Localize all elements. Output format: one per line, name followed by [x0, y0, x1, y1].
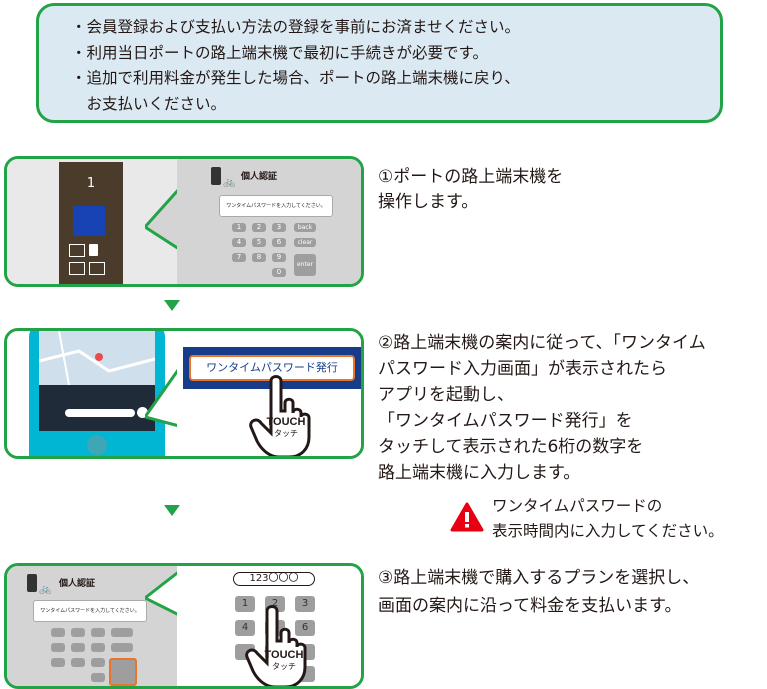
step1-line: ①ポートの路上端末機を — [378, 167, 564, 187]
key — [91, 643, 105, 652]
enter-key-highlight — [109, 658, 137, 686]
touch-subtext: タッチ — [272, 662, 296, 671]
down-arrow — [164, 505, 180, 516]
phone-screen — [39, 331, 155, 431]
key-6: 6 — [295, 620, 315, 636]
terminal-keys — [69, 244, 113, 275]
touch-text: TOUCH — [264, 649, 304, 661]
prompt-field: ワンタイムパスワードを入力してください。 — [33, 600, 147, 622]
key — [71, 643, 85, 652]
terminal-number: 1 — [86, 176, 96, 191]
key — [91, 658, 105, 667]
bike-icon: 🚲 — [39, 584, 52, 595]
touch-label: TOUCH タッチ — [259, 649, 309, 673]
step2-line: 「ワンタイムパスワード発行」を — [378, 411, 633, 431]
step2-text: ②路上端末機の案内に従って、「ワンタイム パスワード入力画面」が表示されたら ア… — [378, 330, 706, 486]
key-back: back — [294, 223, 316, 232]
key — [111, 628, 133, 637]
key-7: 7 — [232, 253, 246, 262]
key-clear: clear — [294, 238, 316, 247]
screen-title: 個人認証 — [241, 172, 278, 182]
notice-line: ・利用当日ポートの路上端末機で最初に手続きが必要です。 — [71, 43, 488, 62]
keypad-zoom: 123〇〇〇 1 2 3 4 5 6 TOUCH タッチ — [177, 566, 361, 686]
step3-text: ③路上端末機で購入するプランを選択し、 画面の案内に沿って料金を支払います。 — [378, 564, 699, 620]
bike-icon: 🚲 — [223, 177, 236, 188]
step2-line: アプリを起動し、 — [378, 385, 514, 405]
down-arrow — [164, 300, 180, 311]
notice-box: ・会員登録および支払い方法の登録を事前にお済ませください。 ・利用当日ポートの路… — [36, 3, 723, 123]
pointing-hand-icon — [245, 605, 307, 686]
person-icon — [211, 167, 221, 185]
screen-title: 個人認証 — [59, 579, 96, 589]
key-8: 8 — [252, 253, 266, 262]
step1-line: 操作します。 — [378, 192, 479, 212]
key-1: 1 — [235, 596, 255, 612]
step3-illustration: 🚲 個人認証 ワンタイムパスワードを入力してください。 123〇〇〇 1 2 3… — [4, 563, 364, 689]
terminal-screen-zoom: 🚲 個人認証 ワンタイムパスワードを入力してください。 1 2 3 back 4… — [177, 159, 361, 284]
touch-label: TOUCH タッチ — [261, 416, 311, 440]
key-0: 0 — [272, 268, 286, 277]
warning-line: 表示時間内に入力してください。 — [492, 522, 724, 540]
step2-line: タッチして表示された6桁の数字を — [378, 437, 644, 457]
notice-line: ・追加で利用料金が発生した場合、ポートの路上端末機に戻り、 — [71, 69, 520, 87]
step2-illustration: ワンタイムパスワード発行 TOUCH タッチ — [4, 328, 364, 459]
warning-text: ワンタイムパスワードの 表示時間内に入力してください。 — [492, 494, 724, 544]
smartphone — [7, 331, 177, 456]
app-zoom: ワンタイムパスワード発行 TOUCH タッチ — [177, 331, 361, 456]
key-2: 2 — [252, 223, 266, 232]
warning-icon — [450, 502, 484, 532]
key — [71, 658, 85, 667]
code-display: 123〇〇〇 — [233, 572, 315, 586]
home-button — [87, 435, 107, 455]
step1-illustration: 1 🚲 個人認証 ワンタイムパスワードを入力してください。 1 2 3 back… — [4, 156, 364, 287]
terminal-screen — [73, 206, 105, 236]
key-3: 3 — [272, 223, 286, 232]
person-icon — [27, 574, 37, 592]
key-9: 9 — [272, 253, 286, 262]
key — [51, 643, 65, 652]
key-3: 3 — [295, 596, 315, 612]
pointing-hand-icon — [249, 375, 311, 456]
notice-line: ・会員登録および支払い方法の登録を事前にお済ませください。 — [71, 18, 521, 36]
key-5: 5 — [252, 238, 266, 247]
step2-line: 路上端末機に入力します。 — [378, 463, 581, 483]
key — [51, 658, 65, 667]
key — [71, 628, 85, 637]
step3-line: 画面の案内に沿って料金を支払います。 — [378, 596, 682, 616]
key-1: 1 — [232, 223, 246, 232]
notice-line: お支払いください。 — [71, 94, 227, 113]
warning-line: ワンタイムパスワードの — [492, 497, 663, 515]
otp-issue-button[interactable]: ワンタイムパスワード発行 — [189, 355, 355, 381]
step2-line: ②路上端末機の案内に従って、「ワンタイム — [378, 333, 706, 353]
key — [91, 673, 105, 682]
key — [51, 628, 65, 637]
key — [111, 643, 133, 652]
key-enter: enter — [294, 254, 316, 276]
touch-subtext: タッチ — [274, 429, 298, 438]
step2-line: パスワード入力画面」が表示されたら — [378, 359, 667, 379]
key-4: 4 — [235, 620, 255, 636]
terminal-screen-small: 🚲 個人認証 ワンタイムパスワードを入力してください。 — [7, 566, 177, 686]
key-6: 6 — [272, 238, 286, 247]
key — [91, 628, 105, 637]
prompt-field: ワンタイムパスワードを入力してください。 — [219, 195, 333, 217]
terminal-body: 1 — [59, 162, 123, 284]
step1-text: ①ポートの路上端末機を 操作します。 — [378, 165, 563, 215]
step3-line: ③路上端末機で購入するプランを選択し、 — [378, 568, 700, 588]
touch-text: TOUCH — [266, 416, 306, 428]
key-4: 4 — [232, 238, 246, 247]
